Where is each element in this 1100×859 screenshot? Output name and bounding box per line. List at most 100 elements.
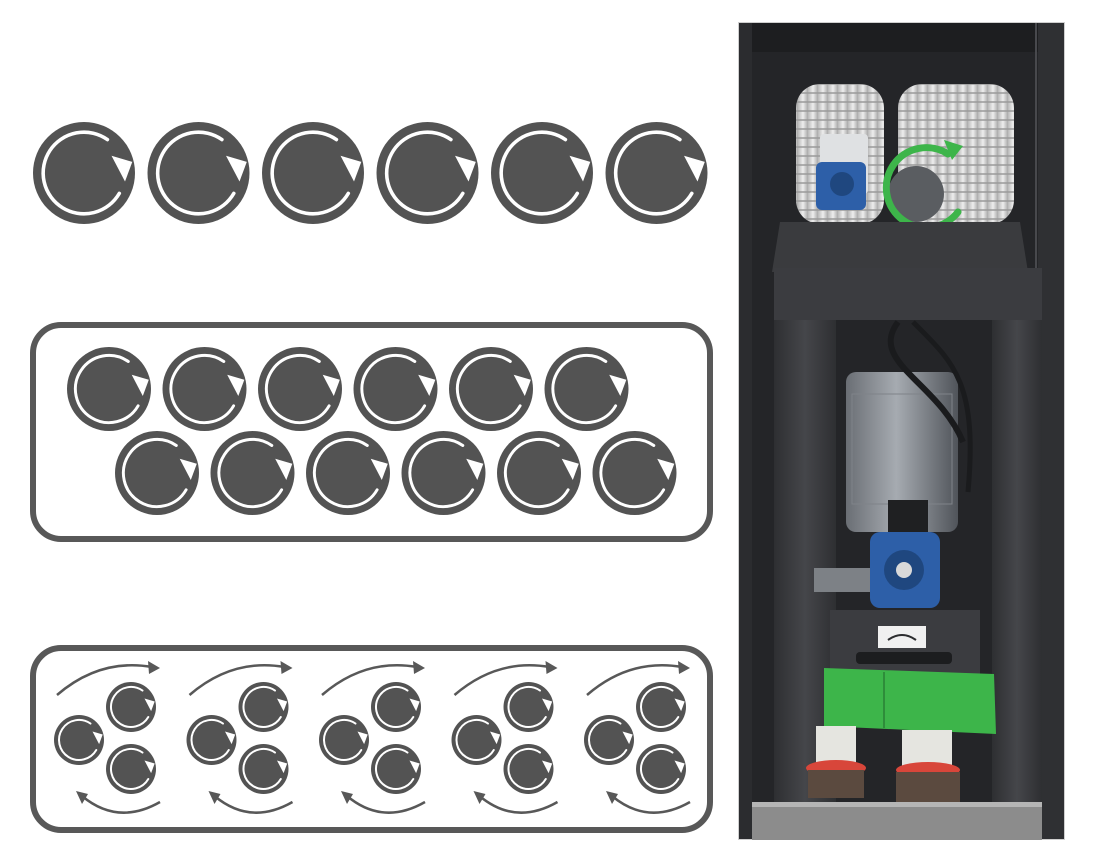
clockwise-rotation-disc-icon [41, 130, 122, 216]
rotation-arrow-head [542, 760, 553, 774]
disc-body [147, 122, 250, 224]
flow-arrow-head [341, 791, 353, 804]
disc-body [584, 715, 634, 765]
rotation-arrow-head [684, 155, 705, 182]
clockwise-rotation-disc-icon [155, 130, 236, 216]
single-row-disc [147, 122, 250, 224]
disc-body [319, 715, 369, 765]
flow-arrow-head [606, 791, 618, 804]
double-row-top-disc [544, 347, 629, 431]
disc-body [210, 431, 295, 515]
frame-leg-right [992, 268, 1042, 828]
disc-body [67, 347, 151, 431]
double-row-bottom-disc [401, 431, 486, 515]
satellite-disc-bottom [503, 744, 554, 794]
rotation-arrow-head [179, 458, 197, 480]
rotation-arrow-head [409, 760, 420, 774]
flow-arrow-head [473, 791, 486, 804]
rotation-arrow-head [569, 155, 591, 182]
double-row-bottom-disc [497, 431, 581, 515]
disc-body [371, 682, 421, 732]
rotation-arrow-head [225, 731, 236, 745]
disc-body [106, 744, 156, 794]
clockwise-rotation-disc-icon [551, 353, 618, 425]
rotation-arrow-head [277, 698, 288, 712]
rotation-arrow-head [542, 698, 553, 712]
clockwise-rotation-disc-icon [455, 353, 522, 425]
clockwise-rotation-disc-icon [312, 437, 379, 509]
clockwise-rotation-disc-icon [375, 747, 415, 790]
disc-body [449, 347, 533, 431]
rotation-arrow-head [111, 155, 133, 182]
clockwise-rotation-disc-icon [121, 437, 188, 509]
curved-flow-arrow-icon [56, 663, 153, 696]
satellite-disc-left [451, 715, 502, 765]
clockwise-rotation-disc-icon [375, 685, 415, 728]
satellite-disc-top [106, 682, 156, 732]
rotation-arrow-head [340, 155, 362, 182]
motor-cable-2 [911, 320, 973, 493]
flow-arrow-head [413, 661, 425, 674]
clockwise-rotation-disc-icon [360, 353, 427, 425]
brush-left [808, 770, 864, 798]
clockwise-rotation-disc-icon [110, 747, 150, 790]
rotation-arrow-head [275, 458, 293, 480]
disc-body [162, 347, 247, 431]
machine-photo [738, 22, 1065, 840]
cabinet-side-right [1038, 22, 1065, 840]
double-row-bottom-disc [592, 431, 677, 515]
curved-flow-arrow-icon [586, 663, 683, 696]
curved-flow-arrow-icon [611, 795, 691, 814]
top-gearbox-flange [830, 172, 854, 196]
motor-cable [887, 320, 966, 444]
disc-body [306, 431, 390, 515]
rotation-arrow-head [226, 155, 247, 182]
satellite-disc-bottom [238, 744, 289, 794]
satellite-disc-left [584, 715, 634, 765]
rotation-arrow-head [322, 374, 340, 396]
satellite-disc-bottom [371, 744, 421, 794]
green-dust-guard [824, 668, 996, 734]
satellite-row-panel [30, 645, 713, 833]
double-row-top-disc [67, 347, 151, 431]
clockwise-rotation-disc-icon [455, 718, 495, 761]
rotation-arrow-head [609, 374, 627, 396]
disc-body [605, 122, 708, 224]
double-row-top-disc [258, 347, 342, 431]
rotation-arrow-head [513, 374, 531, 396]
rotation-arrow-head [418, 374, 436, 396]
curved-flow-arrow-icon [478, 795, 559, 814]
flow-arrow-head [148, 661, 160, 674]
clockwise-rotation-disc-icon [323, 718, 363, 761]
flow-arrow-head [280, 661, 293, 674]
conveyor-rail [752, 802, 1042, 807]
disc-body [115, 431, 199, 515]
double-row-top-disc [162, 347, 247, 431]
disc-body [451, 715, 502, 765]
disc-body [401, 431, 486, 515]
rotation-arrow-head [409, 698, 420, 712]
satellite-disc-top [636, 682, 686, 732]
curved-flow-arrow-icon [213, 795, 294, 814]
rotation-arrow-head [466, 458, 484, 480]
double-row-bottom-disc [115, 431, 199, 515]
clockwise-rotation-disc-icon [613, 130, 694, 216]
rotation-arrow-head [357, 731, 368, 745]
double-row-bottom-disc [306, 431, 390, 515]
clockwise-rotation-disc-icon [270, 130, 351, 216]
curved-flow-arrow-icon [188, 663, 285, 696]
disc-body [258, 347, 342, 431]
clockwise-rotation-disc-icon [264, 353, 331, 425]
flow-arrow-head [678, 661, 690, 674]
conveyor-bed [752, 804, 1042, 840]
satellite-disc-left [186, 715, 237, 765]
rotation-arrow-head [561, 458, 579, 480]
machine-top-cover [772, 222, 1028, 272]
clockwise-rotation-disc-icon [499, 130, 580, 216]
single-row-disc [376, 122, 479, 224]
disc-body [592, 431, 677, 515]
double-row-bottom-disc [210, 431, 295, 515]
rotation-arrow-head [144, 698, 155, 712]
lower-gearbox-hub [896, 562, 912, 578]
